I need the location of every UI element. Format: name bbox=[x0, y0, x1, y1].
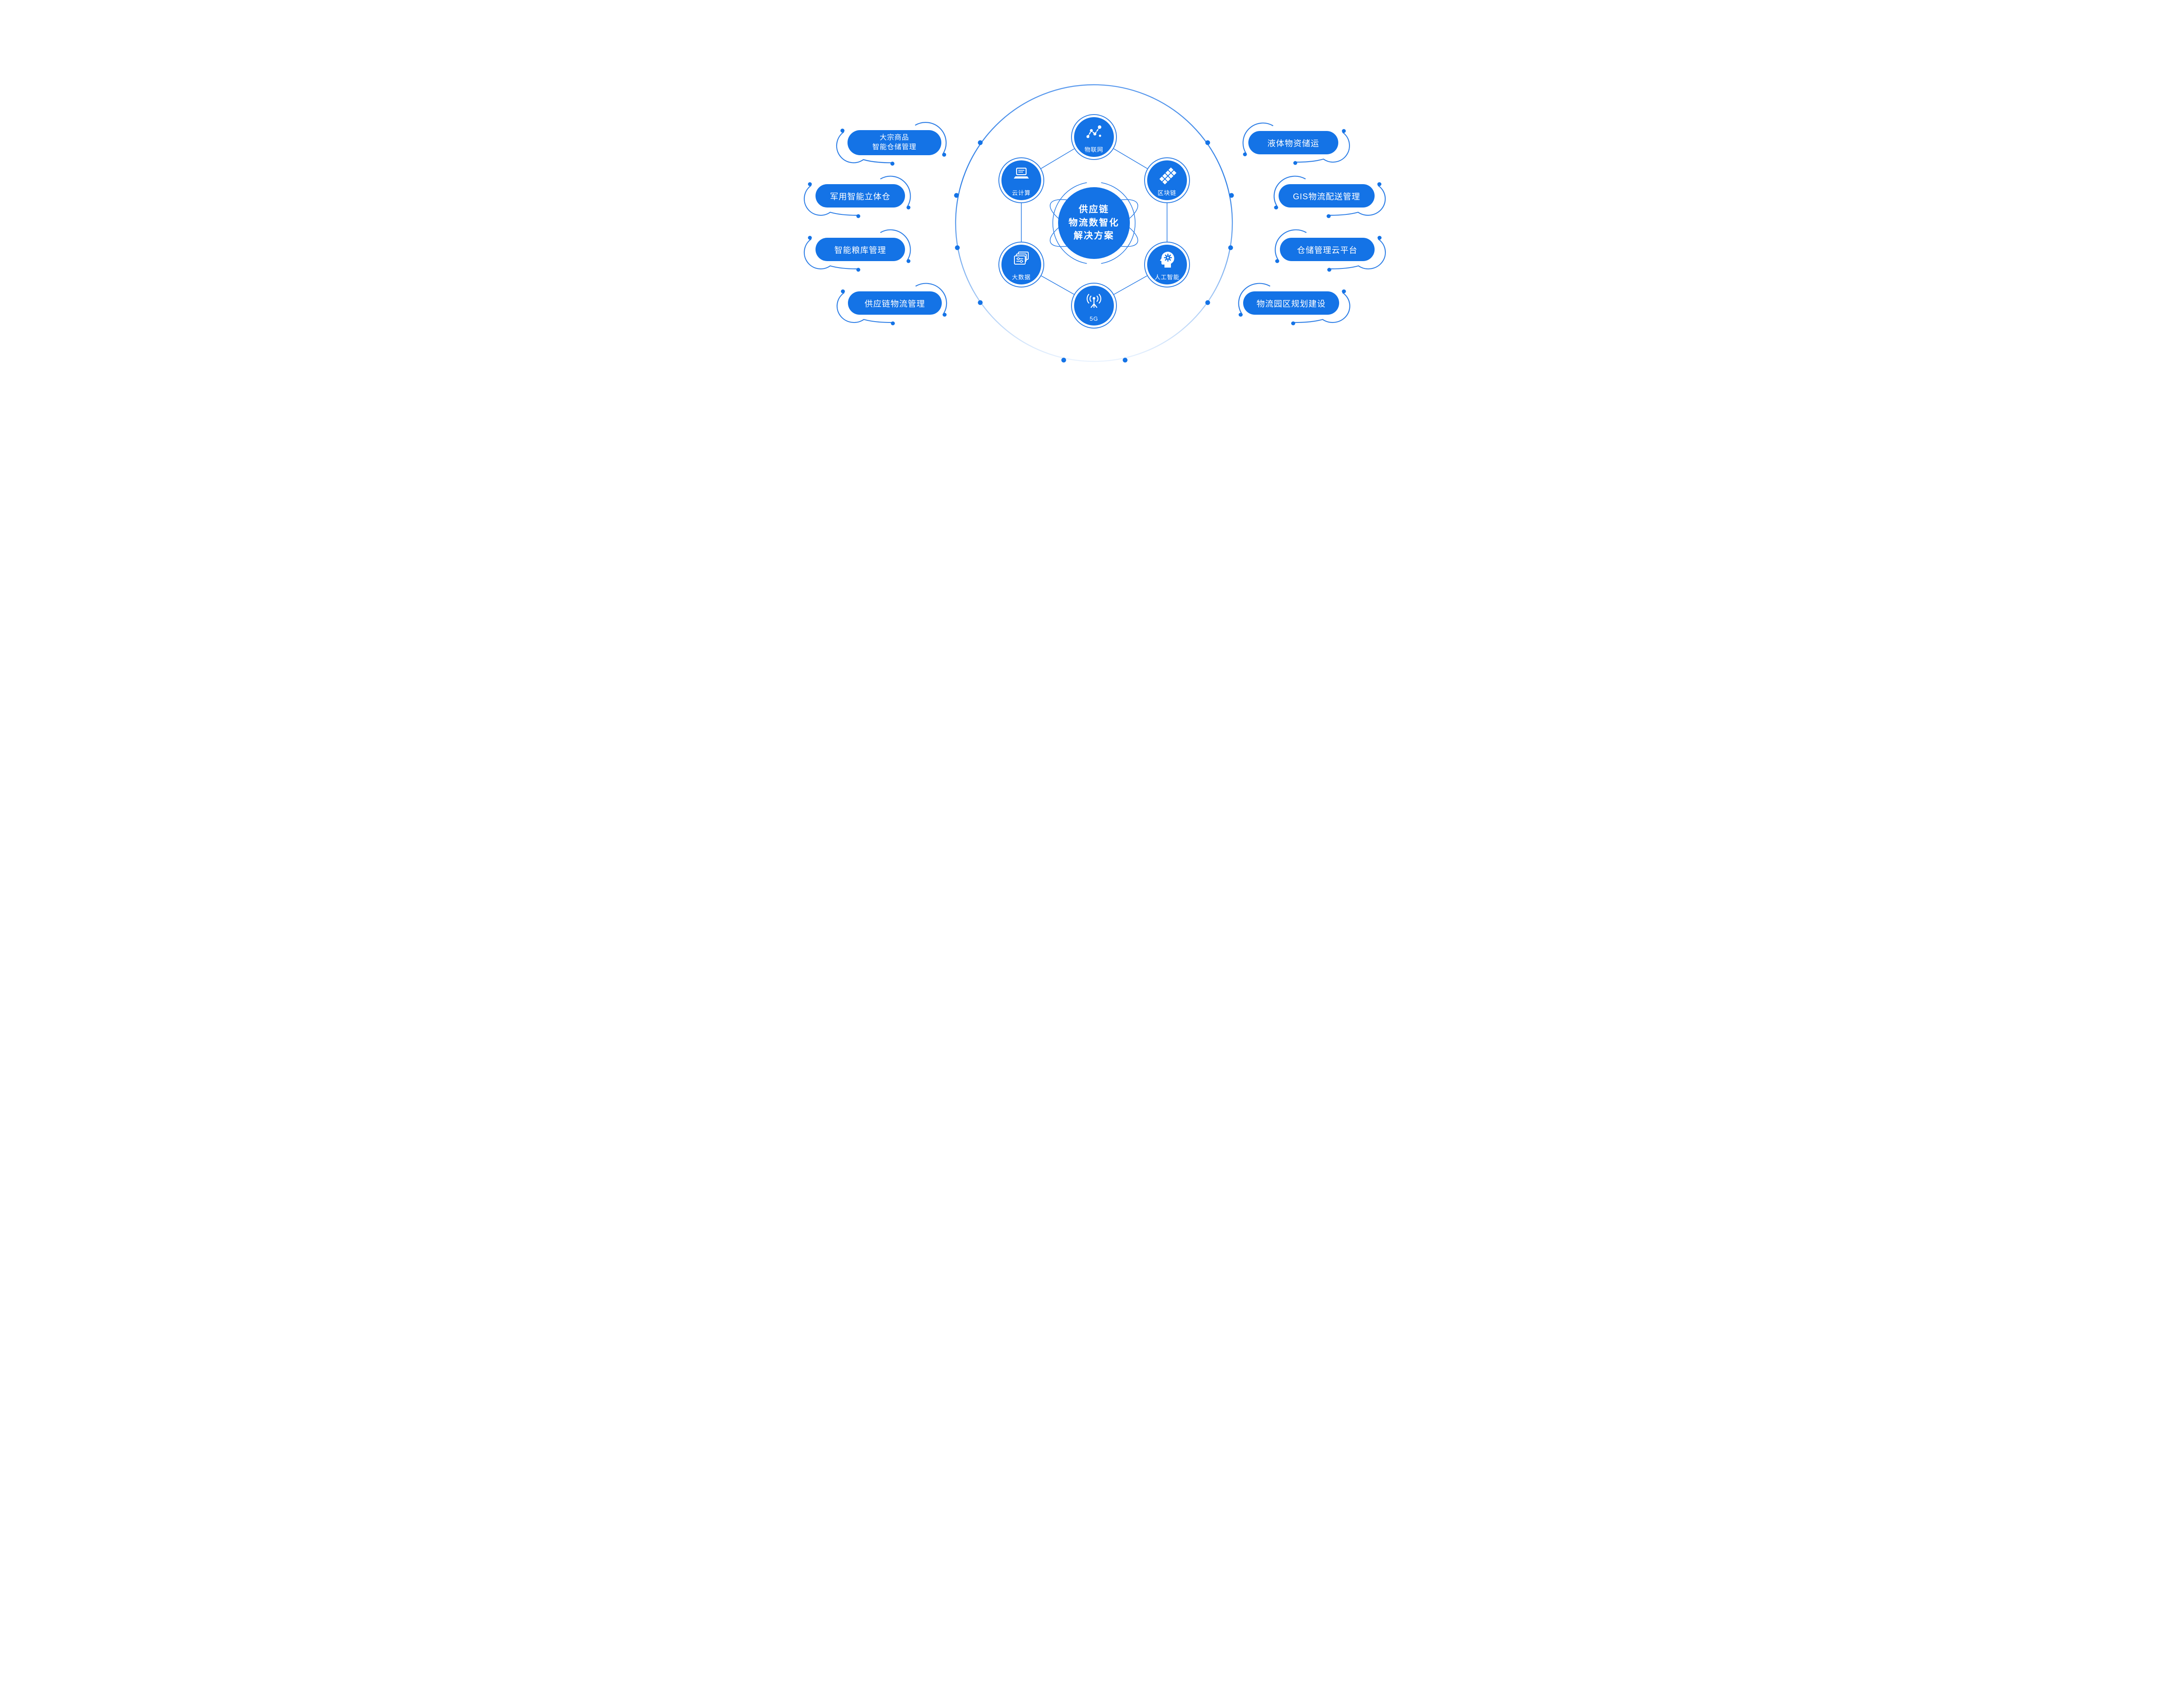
pill-decoration bbox=[803, 229, 911, 272]
big-data-icon bbox=[1014, 252, 1029, 265]
pill-logistics-park-planning: 物流园区规划建设 bbox=[1238, 283, 1350, 326]
node-ring bbox=[998, 242, 1044, 287]
node-cloud-computing: 云计算 bbox=[998, 157, 1044, 203]
5g-antenna-icon bbox=[1087, 294, 1101, 308]
node-label: 区块链 bbox=[1158, 190, 1177, 196]
outer-circle bbox=[955, 84, 1233, 362]
pill-label: 供应链物流管理 bbox=[848, 291, 942, 315]
pill-liquid-material-storage: 液体物资储运 bbox=[1242, 122, 1350, 165]
pill-military-smart-warehouse: 军用智能立体仓 bbox=[803, 176, 911, 218]
pill-decoration bbox=[1275, 229, 1386, 272]
node-disc: 大数据 bbox=[1001, 245, 1041, 284]
pill-decoration bbox=[1238, 283, 1350, 326]
node-disc: 人工智能 bbox=[1147, 245, 1187, 284]
pill-warehouse-cloud-platform: 仓储管理云平台 bbox=[1275, 229, 1386, 272]
pill-label: 智能粮库管理 bbox=[816, 238, 905, 261]
center-title-line: 解决方案 bbox=[1074, 231, 1114, 241]
pill-label: 物流园区规划建设 bbox=[1243, 291, 1339, 315]
pill-label: 液体物资储运 bbox=[1248, 131, 1338, 154]
node-ring bbox=[1071, 283, 1117, 329]
pill-label: 仓储管理云平台 bbox=[1280, 238, 1375, 261]
cloud-computing-icon bbox=[1014, 167, 1029, 179]
pill-gis-delivery-management: GIS物流配送管理 bbox=[1273, 176, 1386, 218]
pill-decoration bbox=[1273, 176, 1386, 218]
node-5g: 5G bbox=[1071, 283, 1117, 329]
blockchain-icon bbox=[1159, 167, 1177, 185]
node-ring bbox=[1144, 242, 1190, 287]
ring-dots bbox=[954, 140, 1234, 363]
node-label: 人工智能 bbox=[1155, 274, 1180, 281]
solution-diagram: 供应链 物流数智化 解决方案 物联网 bbox=[755, 0, 1407, 427]
node-label: 云计算 bbox=[1012, 190, 1031, 196]
iot-network-icon bbox=[1086, 125, 1101, 138]
node-ring bbox=[1071, 114, 1117, 160]
pill-decoration bbox=[836, 122, 947, 166]
node-iot: 物联网 bbox=[1071, 114, 1117, 160]
pill-label: 军用智能立体仓 bbox=[816, 184, 905, 208]
node-ring bbox=[998, 157, 1044, 203]
node-blockchain: 区块链 bbox=[1144, 157, 1190, 203]
node-disc: 区块链 bbox=[1147, 160, 1187, 200]
ai-head-icon bbox=[1160, 252, 1174, 268]
node-disc: 物联网 bbox=[1074, 117, 1114, 157]
center-solution-badge: 供应链 物流数智化 解决方案 bbox=[1058, 187, 1130, 259]
center-title-line: 物流数智化 bbox=[1068, 217, 1119, 228]
center-title-line: 供应链 bbox=[1078, 204, 1110, 215]
node-big-data: 大数据 bbox=[998, 242, 1044, 287]
node-disc: 5G bbox=[1074, 286, 1114, 326]
pill-decoration bbox=[836, 283, 947, 326]
node-ring bbox=[1144, 157, 1190, 203]
node-label: 5G bbox=[1089, 316, 1098, 322]
node-label: 物联网 bbox=[1084, 147, 1103, 153]
pill-supply-chain-logistics: 供应链物流管理 bbox=[836, 283, 947, 326]
pill-decoration bbox=[803, 176, 911, 218]
node-label: 大数据 bbox=[1012, 274, 1031, 281]
pill-label: 大宗商品 智能仓储管理 bbox=[848, 130, 941, 155]
node-disc: 云计算 bbox=[1001, 160, 1041, 200]
node-ai: 人工智能 bbox=[1144, 242, 1190, 287]
pill-bulk-commodity-warehouse: 大宗商品 智能仓储管理 bbox=[836, 122, 947, 166]
pill-smart-grain-depot: 智能粮库管理 bbox=[803, 229, 911, 272]
pill-label: GIS物流配送管理 bbox=[1279, 184, 1375, 208]
pill-decoration bbox=[1242, 122, 1350, 165]
